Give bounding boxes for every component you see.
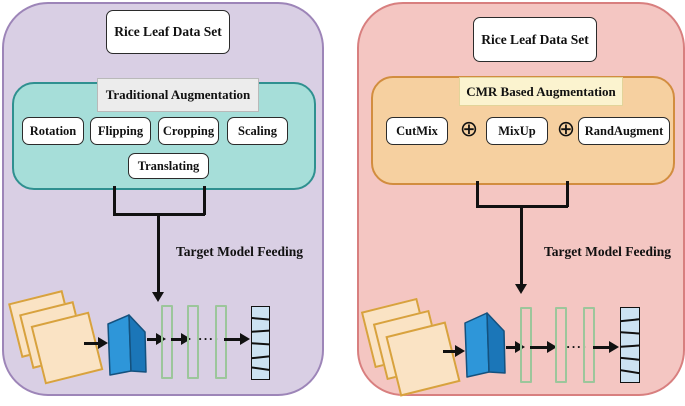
method-label: Scaling bbox=[238, 123, 277, 138]
bracket-left-line bbox=[476, 181, 479, 207]
flow-arrow bbox=[506, 346, 516, 349]
dataset-label: Rice Leaf Data Set bbox=[481, 31, 589, 47]
method-button-scaling: Scaling bbox=[227, 117, 288, 145]
method-button-flipping: Flipping bbox=[90, 117, 151, 145]
ellipsis-dots: ···· bbox=[198, 331, 220, 346]
layer-bar bbox=[161, 305, 173, 379]
method-label: Flipping bbox=[97, 123, 144, 138]
output-bar bbox=[620, 307, 640, 383]
layer-bar bbox=[520, 307, 532, 383]
flow-arrow bbox=[593, 346, 610, 349]
traditional-augmentation-panel: Rice Leaf Data Set Traditional Augmentat… bbox=[2, 2, 324, 396]
method-button-mixup: MixUp bbox=[486, 117, 548, 145]
flow-arrow bbox=[171, 338, 182, 341]
method-button-cropping: Cropping bbox=[158, 117, 219, 145]
method-label: RandAugment bbox=[584, 123, 664, 138]
method-label: Translating bbox=[137, 158, 200, 173]
image-sheet bbox=[385, 321, 461, 397]
method-label: CutMix bbox=[396, 123, 438, 138]
feed-arrow bbox=[520, 205, 523, 285]
layer-bar bbox=[555, 307, 567, 383]
method-button-rotation: Rotation bbox=[22, 117, 84, 145]
dataset-label: Rice Leaf Data Set bbox=[114, 24, 222, 39]
method-button-cutmix: CutMix bbox=[386, 117, 448, 145]
bracket-right-line bbox=[566, 181, 569, 207]
method-button-randaugment: RandAugment bbox=[578, 117, 670, 145]
traditional-augmentation-title: Traditional Augmentation bbox=[97, 78, 259, 112]
feed-label: Target Model Feeding bbox=[176, 244, 303, 259]
dataset-box: Rice Leaf Data Set bbox=[473, 17, 597, 62]
conv-cube-icon bbox=[107, 314, 147, 376]
flow-arrow bbox=[84, 342, 99, 345]
layer-bar bbox=[215, 305, 227, 379]
method-button-translating: Translating bbox=[128, 153, 209, 179]
flow-arrow bbox=[147, 338, 157, 341]
conv-cube-icon bbox=[464, 312, 506, 378]
image-sheet bbox=[30, 311, 104, 385]
bracket-right-line bbox=[203, 186, 206, 215]
circle-plus-icon: ⊕ bbox=[556, 117, 576, 142]
method-label: Cropping bbox=[162, 123, 215, 138]
method-label: MixUp bbox=[498, 123, 536, 138]
cmr-augmentation-title-text: CMR Based Augmentation bbox=[466, 83, 616, 99]
circle-plus-icon: ⊕ bbox=[459, 117, 479, 142]
ellipsis-dots: ···· bbox=[566, 339, 588, 354]
method-label: Rotation bbox=[29, 123, 77, 138]
dataset-box: Rice Leaf Data Set bbox=[106, 10, 230, 54]
flow-arrow bbox=[224, 338, 241, 341]
output-bar bbox=[251, 306, 270, 380]
cmr-augmentation-title: CMR Based Augmentation bbox=[459, 77, 623, 106]
bracket-left-line bbox=[113, 186, 116, 215]
cmr-augmentation-panel: Rice Leaf Data Set CMR Based Augmentatio… bbox=[357, 2, 685, 397]
flow-arrow bbox=[530, 346, 548, 349]
layer-bar bbox=[583, 307, 595, 383]
feed-label: Target Model Feeding bbox=[544, 244, 671, 259]
flow-arrow bbox=[443, 350, 456, 353]
traditional-augmentation-title-text: Traditional Augmentation bbox=[105, 87, 251, 102]
layer-bar bbox=[187, 305, 199, 379]
feed-arrow bbox=[157, 213, 160, 293]
